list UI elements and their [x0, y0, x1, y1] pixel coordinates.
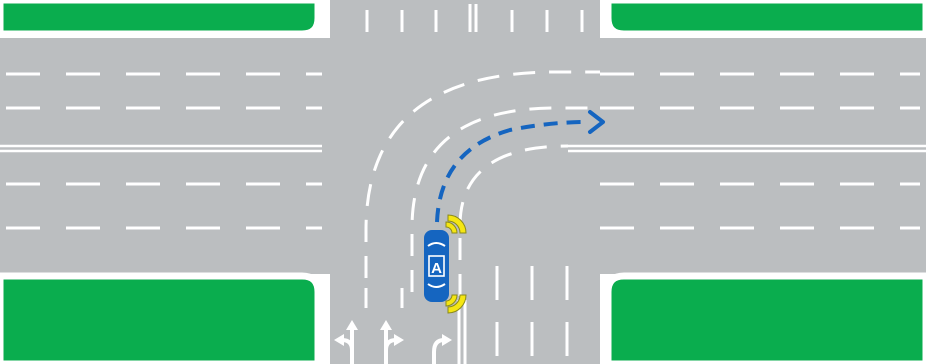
vehicle-a: A — [424, 230, 449, 302]
grass-top-right — [608, 0, 926, 34]
grass-top-left — [0, 0, 318, 34]
grass-bottom-left — [0, 276, 318, 364]
vehicle-label: A — [431, 260, 442, 277]
grass-bottom-right — [608, 276, 926, 364]
